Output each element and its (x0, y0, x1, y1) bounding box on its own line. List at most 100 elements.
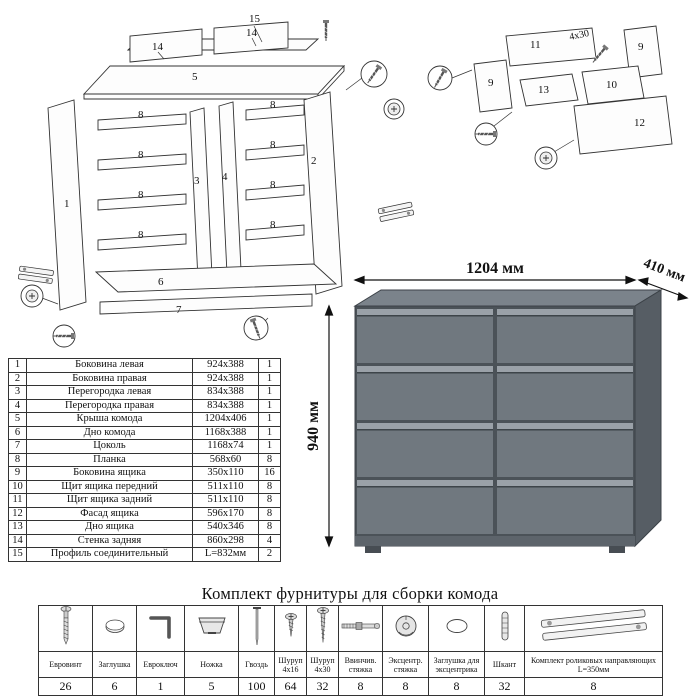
dresser-figure: 1204 мм 940 мм 410 мм (305, 258, 689, 553)
part-side-left (47, 99, 87, 311)
parts-cell-num: 6 (8, 425, 27, 440)
part-label: 10 (606, 79, 618, 91)
screw-4x16-icon (274, 605, 307, 652)
part-label: 3 (194, 175, 200, 187)
dresser-side-face (634, 289, 662, 548)
hardware-qty: 8 (338, 677, 383, 696)
hardware-qty: 5 (184, 677, 239, 696)
parts-cell-num: 8 (8, 452, 27, 467)
parts-cell-name: Боковина правая (26, 371, 193, 386)
part-label: 8 (138, 229, 144, 241)
part-partition-right (218, 101, 242, 275)
part-label: 13 (538, 84, 550, 96)
part-plank (245, 104, 305, 121)
hardware-name: Гвоздь (238, 651, 275, 678)
part-back-panel-a (129, 28, 203, 63)
part-label: 15 (249, 13, 261, 25)
part-label: 4 (222, 171, 228, 183)
parts-cell-size: 596x170 (192, 506, 259, 521)
hardware-icons-row (38, 605, 663, 652)
parts-cell-size: 834x388 (192, 385, 259, 400)
part-side-right (303, 91, 343, 295)
width-dimension-label: 1204 мм (466, 260, 524, 277)
dimension-lines (324, 275, 689, 548)
part-label: 9 (638, 41, 644, 53)
drawer-panels (473, 25, 673, 155)
parts-cell-size: 1168x388 (192, 425, 259, 440)
hardware-qty: 64 (274, 677, 307, 696)
parts-cell-size: 834x388 (192, 398, 259, 413)
part-label: 11 (530, 39, 541, 51)
parts-cell-num: 1 (8, 358, 27, 373)
part-label: 8 (270, 139, 276, 151)
part-back-panel-b (213, 21, 289, 55)
parts-cell-name: Перегородка правая (26, 398, 193, 413)
parts-cell-size: 511x110 (192, 493, 259, 508)
parts-cell-num: 2 (8, 371, 27, 386)
roller-guides-icon (524, 605, 663, 652)
depth-dimension-label: 410 мм (641, 258, 687, 286)
part-plinth (99, 293, 313, 315)
threaded-stud-icon (338, 605, 383, 652)
hardware-name: Ввинчив. стяжка (338, 651, 383, 678)
dresser-plinth (355, 536, 635, 546)
leg-icon (184, 605, 239, 652)
parts-cell-num: 14 (8, 533, 27, 548)
drawer-front (357, 423, 493, 477)
hardware-kit-title: Комплект фурнитуры для сборки комода (201, 584, 499, 603)
part-drawer-side-right (623, 25, 663, 79)
leader-lines (451, 69, 575, 153)
parts-cell-size: 1168x74 (192, 439, 259, 454)
exploded-drawer-diagram: 11 9 4x30 9 13 10 12 (427, 25, 673, 170)
part-label: 8 (270, 179, 276, 191)
hardware-qty: 8 (382, 677, 429, 696)
parts-cell-name: Крыша комода (26, 412, 193, 427)
parts-cell-name: Перегородка левая (26, 385, 193, 400)
drawer-front (357, 366, 493, 420)
part-drawer-side-left (473, 59, 513, 113)
hardware-qty: 8 (524, 677, 663, 696)
part-label: 14 (152, 41, 164, 53)
screw-size-note: 4x30 (568, 28, 590, 43)
parts-cell-qty: 1 (258, 371, 281, 386)
parts-cell-name: Профиль соединительный (26, 547, 193, 562)
hardware-name: Комплект роликовых направляющих L=350мм (524, 651, 663, 678)
parts-cell-name: Дно комода (26, 425, 193, 440)
hex-key-icon (136, 605, 185, 652)
hardware-qty: 100 (238, 677, 275, 696)
hardware-name: Заглушка (92, 651, 137, 678)
part-label: 12 (634, 117, 645, 129)
hardware-name: Эксцентр. стяжка (382, 651, 429, 678)
parts-cell-qty: 8 (258, 479, 281, 494)
part-label: 14 (246, 27, 258, 39)
part-label: 5 (192, 71, 198, 83)
parts-cell-qty: 4 (258, 533, 281, 548)
parts-cell-name: Боковина левая (26, 358, 193, 373)
dresser-drawers (357, 309, 633, 534)
part-label: 8 (138, 189, 144, 201)
parts-cell-size: 860x298 (192, 533, 259, 548)
parts-cell-size: 924x388 (192, 358, 259, 373)
cam-lock-icon (25, 289, 39, 303)
parts-cell-name: Цоколь (26, 439, 193, 454)
drawer-front (357, 309, 493, 363)
cam-lock-icon (382, 605, 429, 652)
hardware-qty: 1 (136, 677, 185, 696)
parts-cell-size: 1204x406 (192, 412, 259, 427)
screw-icon (321, 18, 331, 43)
part-top-panel (82, 65, 346, 95)
parts-cell-name: Щит ящика задний (26, 493, 193, 508)
parts-cell-qty: 2 (258, 547, 281, 562)
parts-cell-name: Стенка задняя (26, 533, 193, 548)
parts-cell-qty: 8 (258, 493, 281, 508)
hardware-qty: 32 (484, 677, 525, 696)
